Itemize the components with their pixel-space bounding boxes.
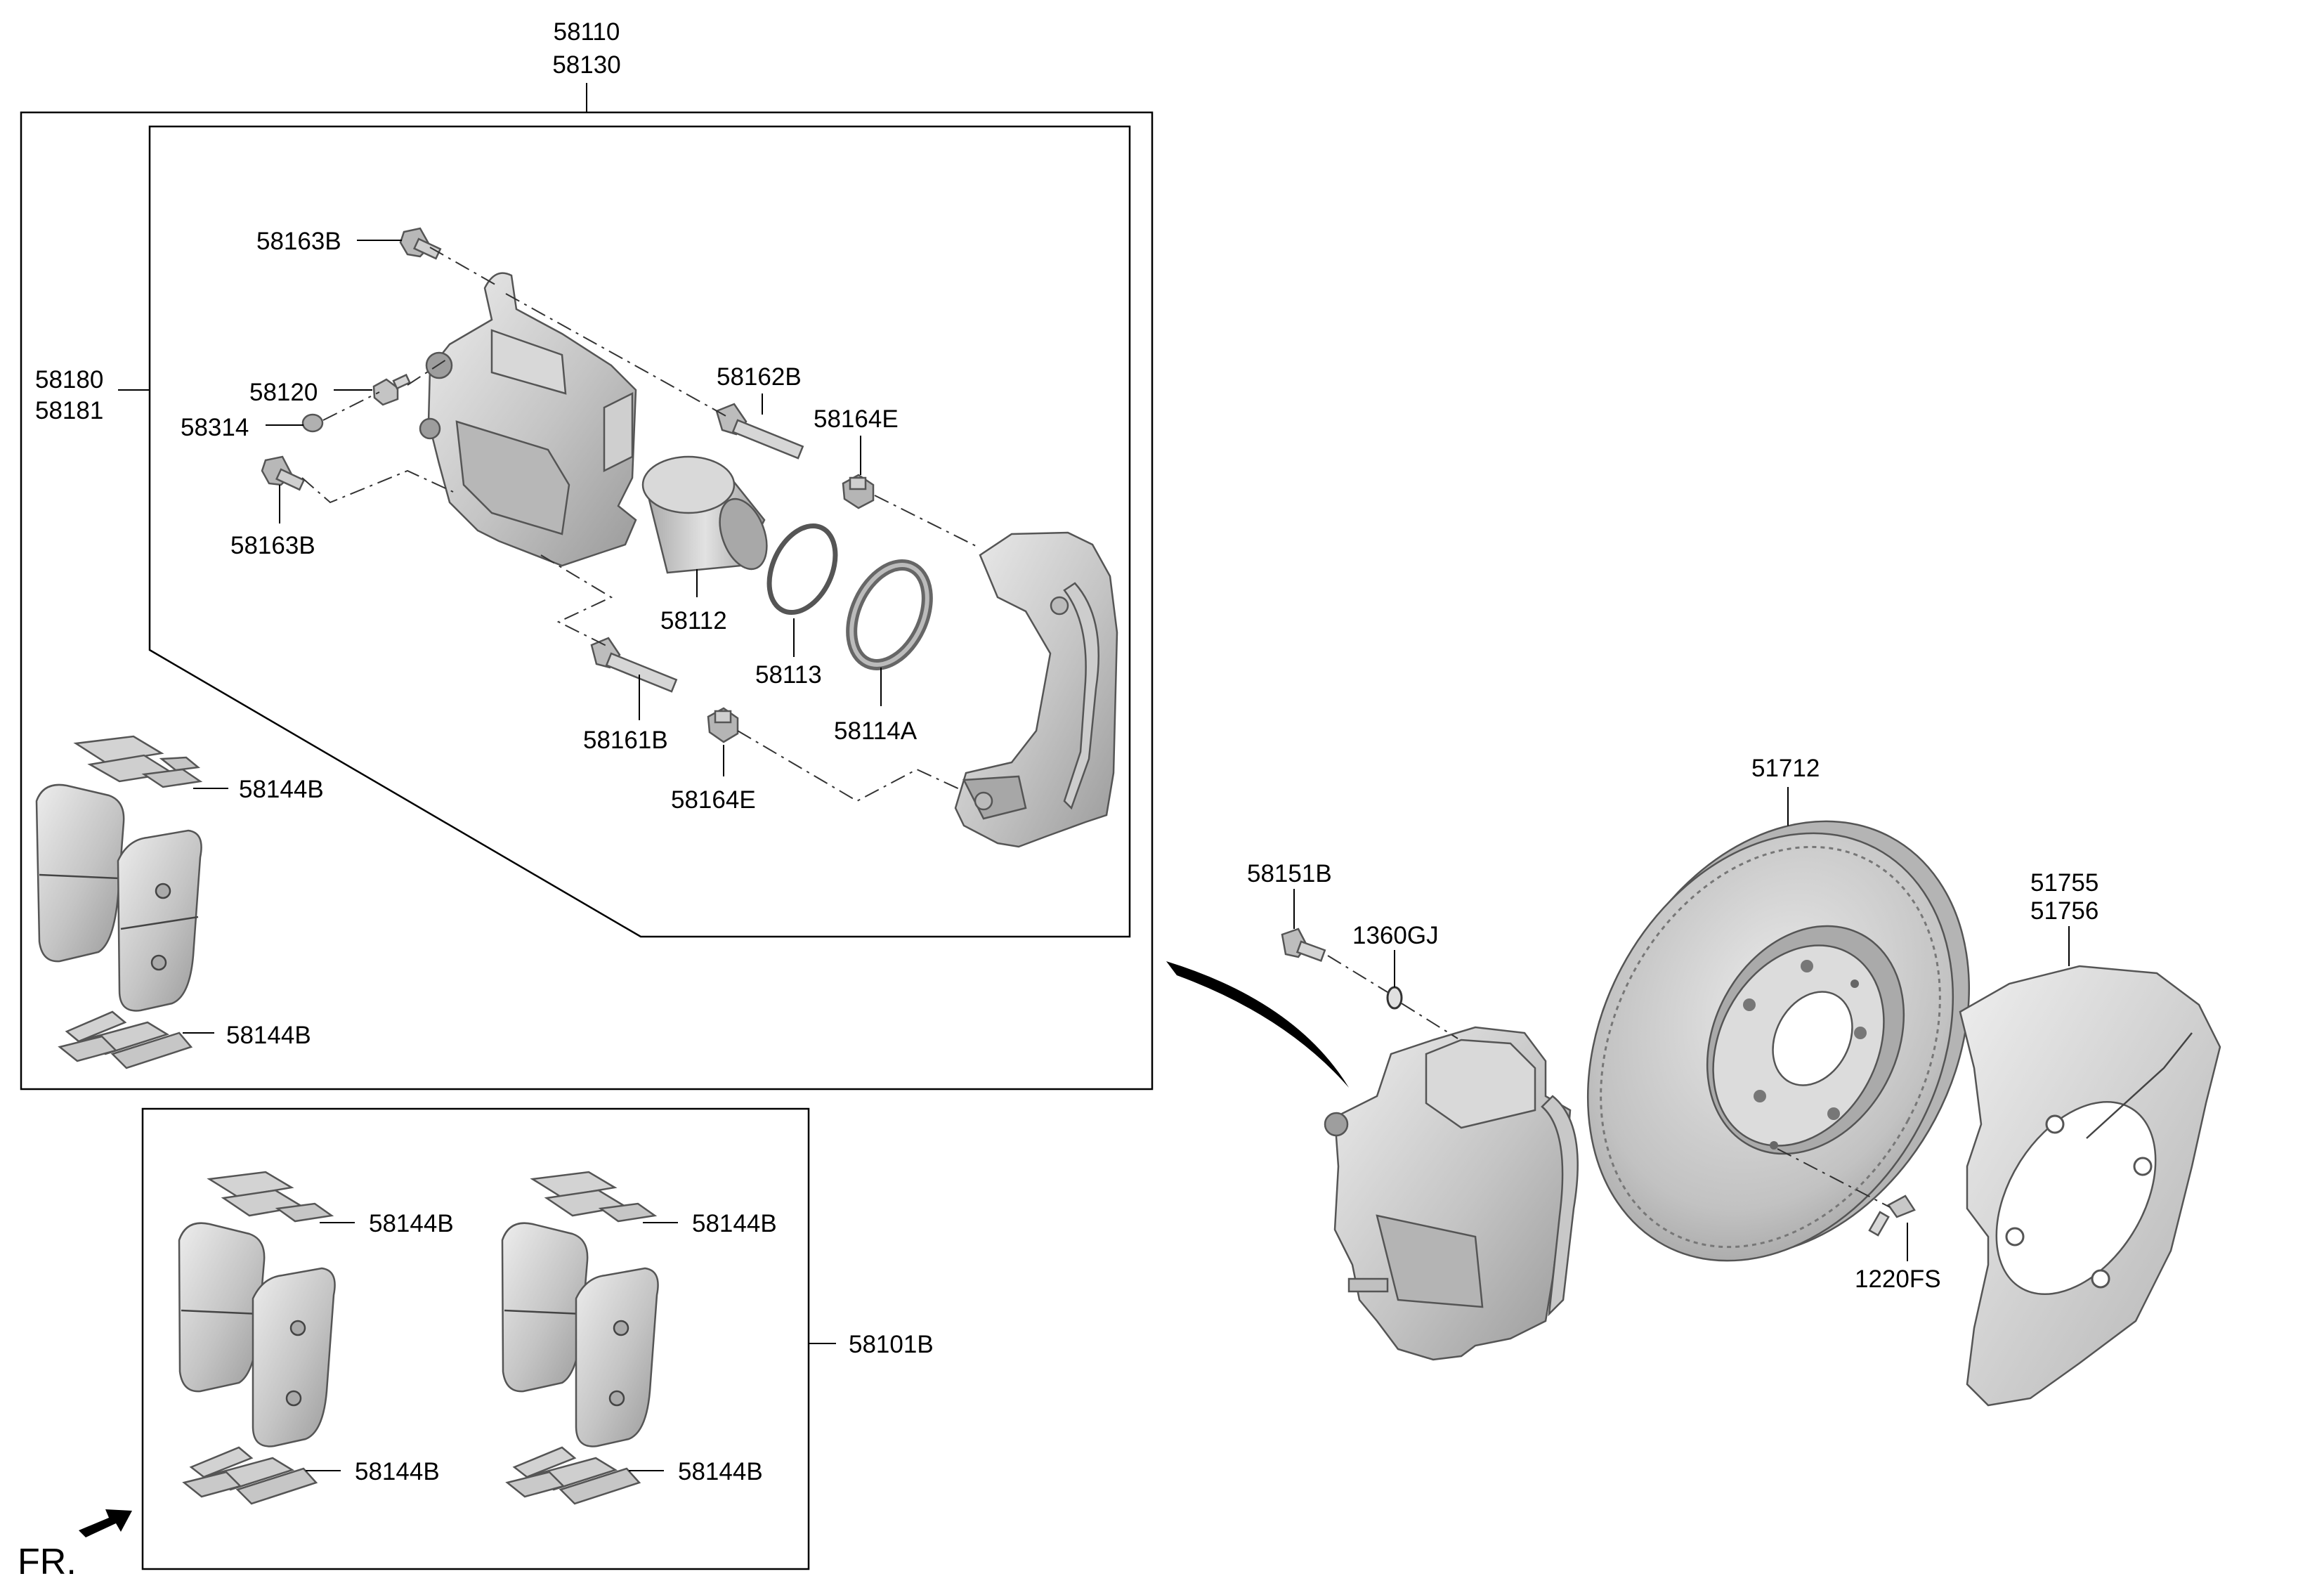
label-58112: 58112 — [660, 607, 727, 634]
label-1220fs: 1220FS — [1855, 1265, 1941, 1293]
bleeder-screw — [372, 373, 411, 406]
piston — [641, 455, 768, 574]
pad-spring-set-top — [73, 735, 203, 788]
guide-boot-upper — [842, 474, 875, 509]
leader-lines — [118, 83, 2070, 1471]
assembly-arrow — [1166, 961, 1349, 1088]
label-58114a: 58114A — [834, 717, 918, 745]
guide-rod-upper — [715, 403, 804, 460]
piston-boot — [846, 559, 933, 670]
label-58162b: 58162B — [717, 363, 802, 391]
label-58163b-upper: 58163B — [256, 228, 341, 255]
label-58101b: 58101B — [849, 1331, 934, 1358]
label-58151b: 58151B — [1247, 860, 1332, 887]
washer — [1386, 986, 1403, 1010]
assembly-line-lower-bolt — [301, 469, 613, 647]
label-58144b-kit-a-bottom: 58144B — [355, 1458, 440, 1485]
pad-kit-box — [141, 1107, 810, 1570]
label-58314: 58314 — [181, 414, 249, 441]
label-58164e-lower: 58164E — [671, 786, 756, 814]
label-58180: 58180 — [35, 366, 103, 393]
guide-rod-lower — [590, 637, 678, 693]
assembly-line-upper-boot — [874, 495, 981, 549]
label-58120: 58120 — [249, 379, 318, 406]
assembly-line-disc-screw — [1777, 1148, 1891, 1208]
disc-screw — [1868, 1195, 1916, 1237]
guide-rod-bolt-upper — [399, 227, 442, 260]
label-51755: 51755 — [2030, 869, 2098, 897]
piston-seal — [766, 523, 838, 616]
label-58144b-bottom: 58144B — [226, 1022, 311, 1049]
pad-kit-set-a — [178, 1171, 336, 1505]
label-58110: 58110 — [554, 18, 620, 46]
brake-disc — [1586, 820, 1970, 1262]
label-58144b-kit-a-top: 58144B — [369, 1210, 454, 1237]
label-58144b-kit-b-top: 58144B — [692, 1210, 777, 1237]
assembly-line-bleeder — [322, 359, 447, 421]
caliper-mounting-bolt — [1281, 928, 1326, 962]
pad-kit-set-b — [501, 1171, 659, 1505]
pad-spring-set-bottom — [58, 1010, 193, 1069]
front-direction-indicator: FR. — [18, 1509, 132, 1582]
assembled-caliper — [1324, 1026, 1579, 1361]
part-labels: 58110 58130 58180 58181 58163B 58120 583… — [35, 18, 2098, 1485]
label-1360gj: 1360GJ — [1352, 922, 1439, 949]
assembly-line-caliper-bolt — [1327, 955, 1458, 1039]
caliper-body — [419, 272, 637, 567]
assembly-line-lower-boot — [737, 730, 963, 802]
guide-boot-lower — [707, 707, 739, 743]
label-58161b: 58161B — [583, 727, 668, 754]
caliper-carrier — [954, 531, 1118, 848]
label-58163b-lower: 58163B — [230, 532, 315, 559]
guide-rod-bolt-lower — [261, 455, 306, 491]
front-direction-label: FR. — [18, 1542, 77, 1582]
caliper-kit-inner-box — [148, 125, 1131, 938]
label-58164e-upper: 58164E — [814, 405, 899, 433]
label-51712: 51712 — [1751, 755, 1820, 782]
label-58181: 58181 — [35, 397, 103, 424]
label-58113: 58113 — [755, 661, 822, 689]
bleeder-cap — [301, 413, 324, 433]
label-51756: 51756 — [2030, 897, 2098, 925]
label-58144b-kit-b-bottom: 58144B — [678, 1458, 763, 1485]
label-58130: 58130 — [552, 51, 620, 79]
brake-pads-top — [35, 783, 202, 1012]
label-58144b-top: 58144B — [239, 776, 324, 803]
front-direction-arrow — [79, 1509, 132, 1537]
dust-cover — [1959, 965, 2221, 1407]
assembly-line-upper-bolt — [429, 247, 728, 417]
